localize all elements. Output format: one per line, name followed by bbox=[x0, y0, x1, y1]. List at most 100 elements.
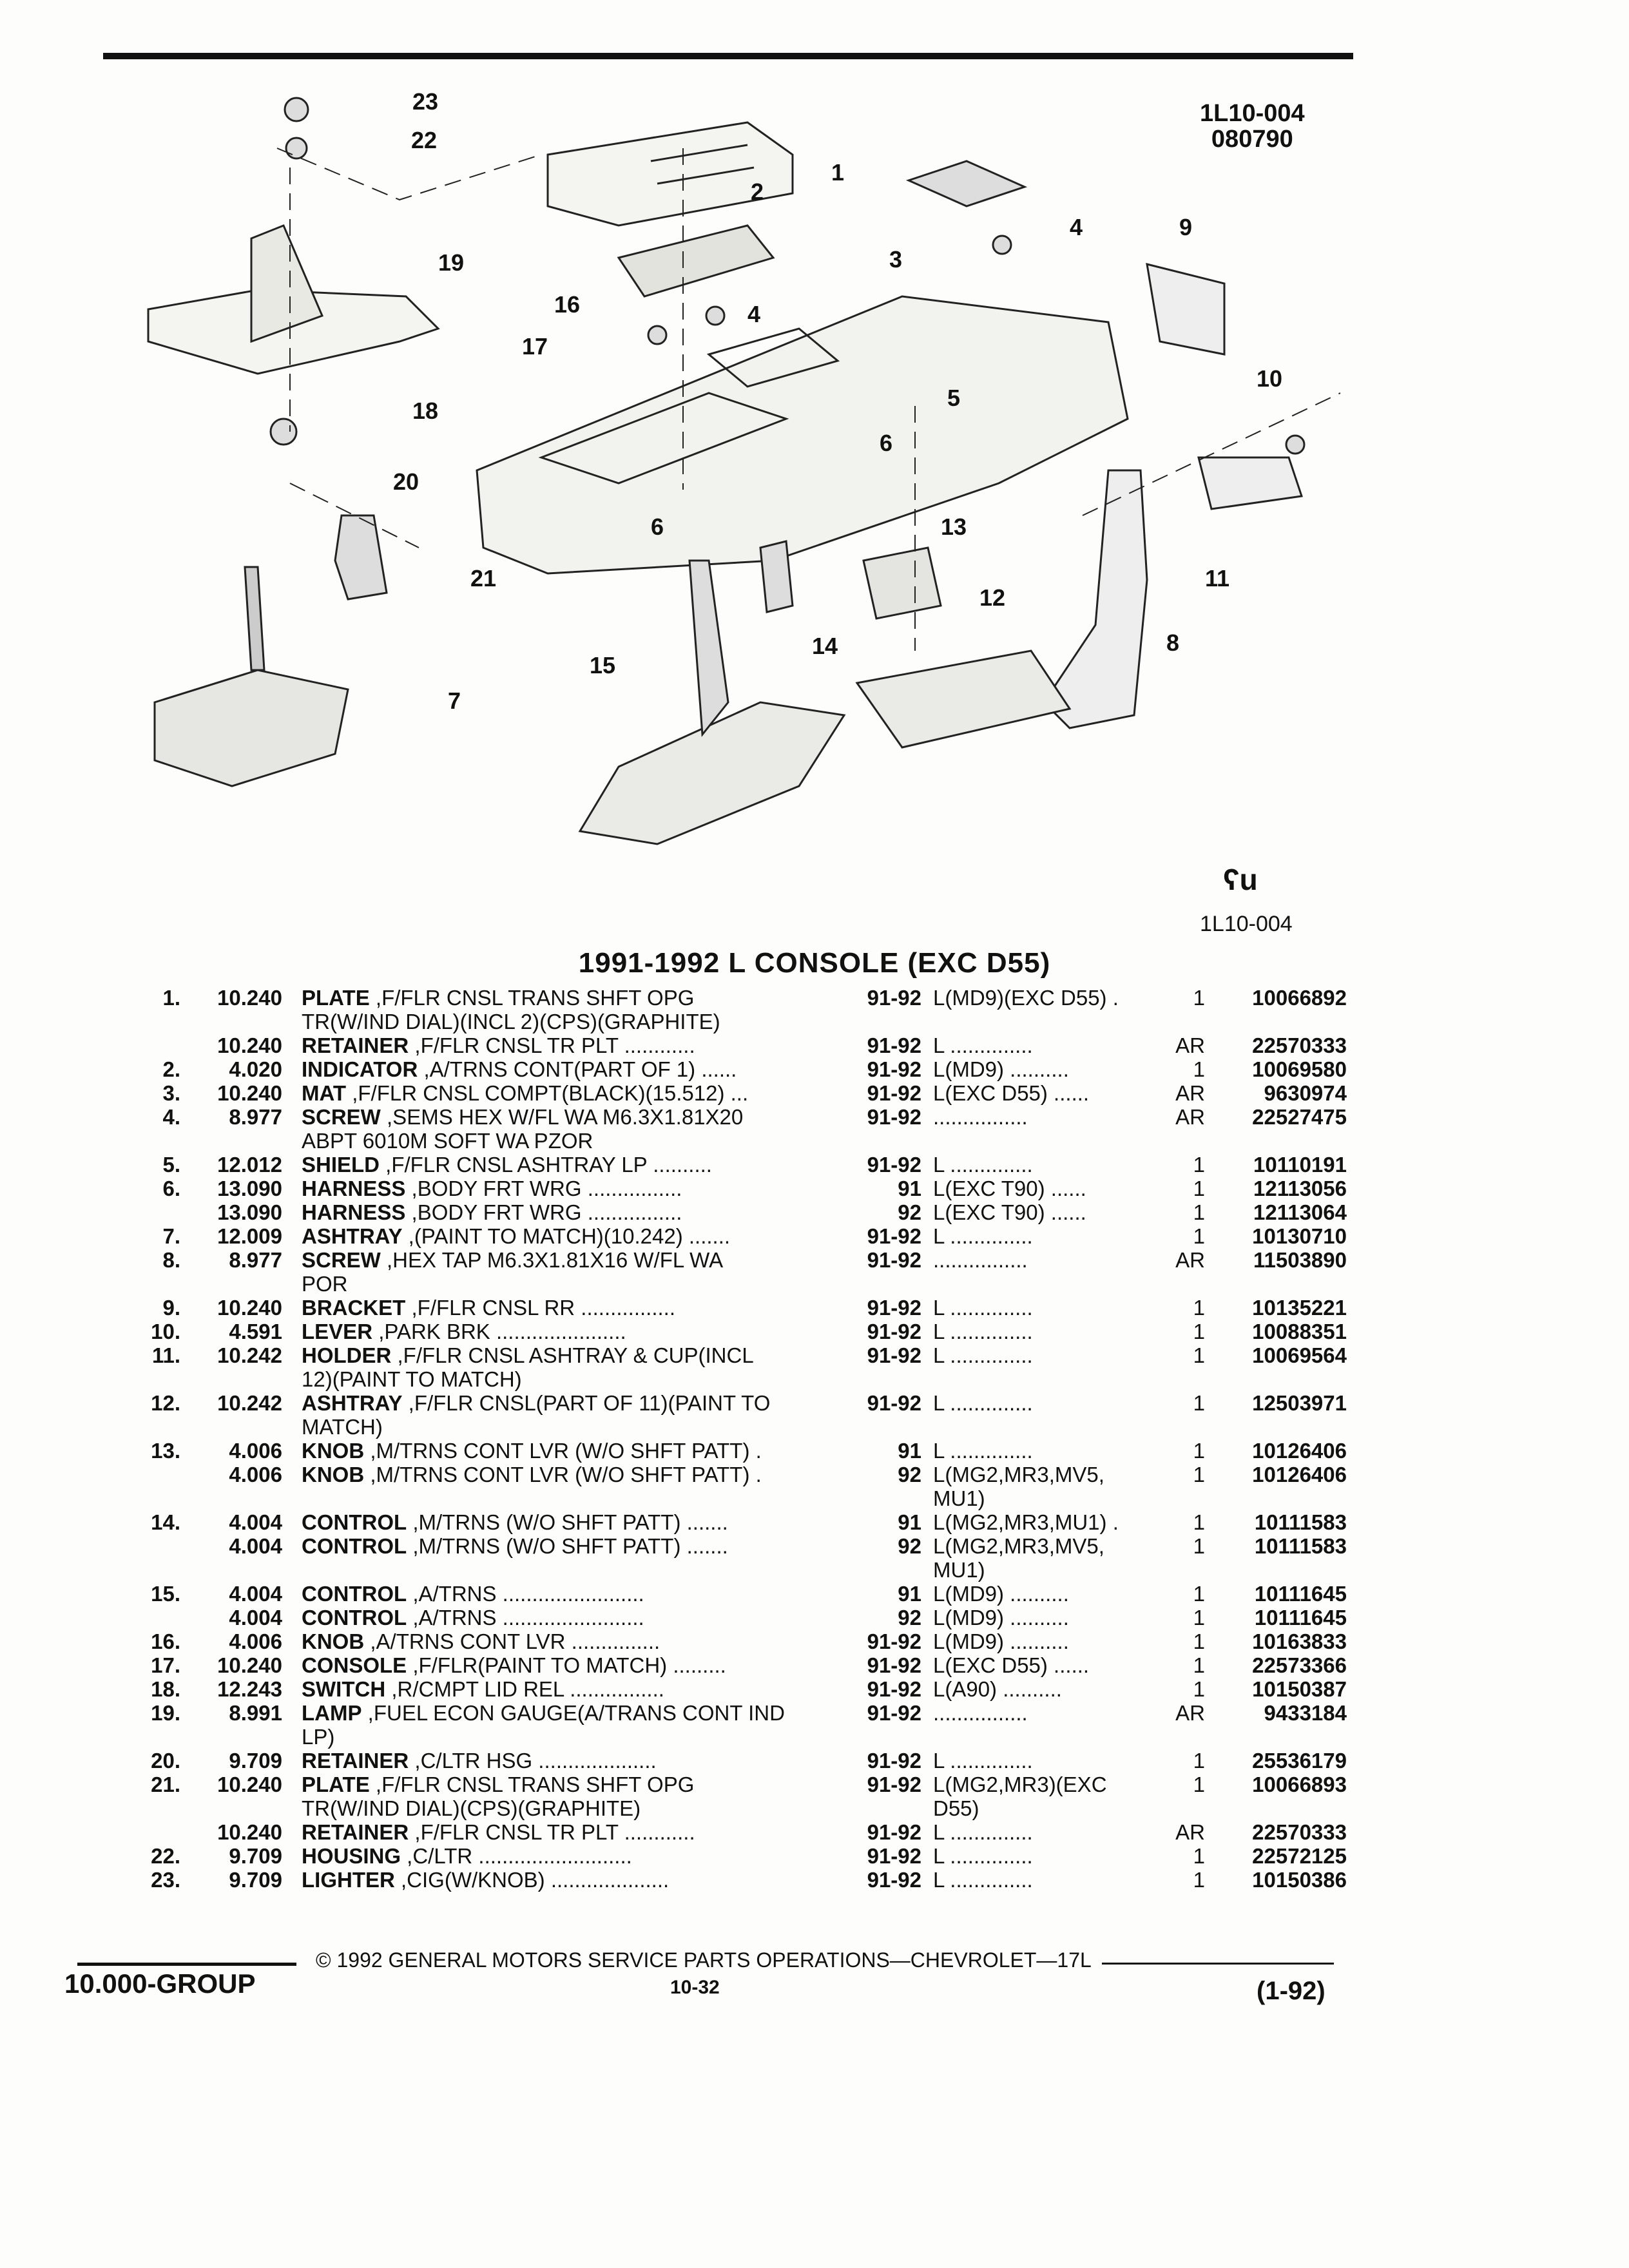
group-number: 12.243 bbox=[217, 1677, 282, 1701]
quantity: AR bbox=[1175, 1081, 1205, 1105]
part-detail: ,HEX TAP M6.3X1.81X16 W/FL WA bbox=[380, 1248, 724, 1272]
model-usage: L .............. bbox=[933, 1391, 1033, 1415]
quantity: 1 bbox=[1193, 1057, 1205, 1081]
quantity: 1 bbox=[1193, 1749, 1205, 1773]
part-detail: ,C/LTR .......................... bbox=[401, 1844, 632, 1868]
description: LAMP ,FUEL ECON GAUGE(A/TRANS CONT IND bbox=[302, 1701, 836, 1725]
part-number: 22527475 bbox=[1252, 1105, 1347, 1129]
part-detail: ,A/TRNS ........................ bbox=[407, 1606, 644, 1629]
quantity: 1 bbox=[1193, 1677, 1205, 1701]
quantity: 1 bbox=[1193, 1582, 1205, 1606]
part-detail: ,PARK BRK ...................... bbox=[372, 1320, 626, 1343]
part-number: 10163833 bbox=[1252, 1629, 1347, 1653]
part-name: INDICATOR bbox=[302, 1057, 418, 1081]
model-usage: L(MG2,MR3)(EXC bbox=[933, 1773, 1107, 1796]
callout-11: 12 bbox=[979, 584, 1005, 611]
table-row: TR(W/IND DIAL)(CPS)(GRAPHITE)D55) bbox=[0, 1796, 1629, 1820]
part-name: BRACKET bbox=[302, 1296, 406, 1320]
part-name: LIGHTER bbox=[302, 1868, 395, 1892]
callout-21: 19 bbox=[438, 249, 464, 276]
callout-3: 3 bbox=[889, 246, 902, 273]
part-name: RETAINER bbox=[302, 1033, 409, 1057]
part-number: 10111583 bbox=[1254, 1510, 1347, 1534]
description: HOUSING ,C/LTR .........................… bbox=[302, 1844, 836, 1868]
model-years: 91-92 bbox=[867, 1653, 921, 1677]
model-usage: L(MD9) .......... bbox=[933, 1606, 1069, 1629]
group-number: 9.709 bbox=[229, 1749, 282, 1773]
item-number: 6. bbox=[162, 1177, 180, 1200]
part-number: 10069580 bbox=[1252, 1057, 1347, 1081]
model-years: 92 bbox=[898, 1534, 921, 1558]
model-usage: L .............. bbox=[933, 1844, 1033, 1868]
item-number: 17. bbox=[151, 1653, 180, 1677]
part-name: KNOB bbox=[302, 1439, 365, 1463]
part-number: 10150386 bbox=[1252, 1868, 1347, 1892]
model-usage: L(A90) .......... bbox=[933, 1677, 1062, 1701]
part-name: RETAINER bbox=[302, 1820, 409, 1844]
model-years: 92 bbox=[898, 1200, 921, 1224]
part-number: 9630974 bbox=[1264, 1081, 1347, 1105]
group-number: 10.240 bbox=[217, 1033, 282, 1057]
callout-4b: 4 bbox=[747, 301, 760, 327]
model-years: 91-92 bbox=[867, 1868, 921, 1892]
group-number: 12.009 bbox=[217, 1224, 282, 1248]
group-number: 4.004 bbox=[229, 1582, 282, 1606]
callout-2: 2 bbox=[751, 178, 764, 205]
group-number: 10.240 bbox=[217, 1820, 282, 1844]
callout-18: 16 bbox=[554, 291, 580, 318]
description: RETAINER ,C/LTR HSG .................... bbox=[302, 1749, 836, 1773]
group-number: 9.709 bbox=[229, 1868, 282, 1892]
part-detail: ,F/FLR(PAINT TO MATCH) ......... bbox=[407, 1653, 726, 1677]
part-detail: ,FUEL ECON GAUGE(A/TRANS CONT IND bbox=[361, 1701, 785, 1725]
model-years: 91-92 bbox=[867, 1773, 921, 1796]
footer-copyright: © 1992 GENERAL MOTORS SERVICE PARTS OPER… bbox=[316, 1948, 1092, 1972]
part-detail: ,M/TRNS CONT LVR (W/O SHFT PATT) . bbox=[364, 1463, 762, 1486]
part-number: 22570333 bbox=[1252, 1820, 1347, 1844]
model-years: 91-92 bbox=[867, 1701, 921, 1725]
description: 12)(PAINT TO MATCH) bbox=[302, 1367, 836, 1391]
part-detail: ,R/CMPT LID REL ................ bbox=[385, 1677, 664, 1701]
description: SCREW ,HEX TAP M6.3X1.81X16 W/FL WA bbox=[302, 1248, 836, 1272]
item-number: 3. bbox=[162, 1081, 180, 1105]
description: BRACKET ,F/FLR CNSL RR ................ bbox=[302, 1296, 836, 1320]
group-number: 13.090 bbox=[217, 1177, 282, 1200]
table-row: ABPT 6010M SOFT WA PZOR bbox=[0, 1129, 1629, 1153]
quantity: 1 bbox=[1193, 1439, 1205, 1463]
item-number: 2. bbox=[162, 1057, 180, 1081]
description: CONTROL ,A/TRNS ........................ bbox=[302, 1582, 836, 1606]
part-detail: ,F/FLR CNSL TRANS SHFT OPG bbox=[369, 986, 695, 1010]
part-number: 10126406 bbox=[1252, 1463, 1347, 1486]
callout-4a: 4 bbox=[1070, 214, 1083, 240]
callout-7: 9 bbox=[1179, 214, 1192, 240]
part-number: 10111645 bbox=[1254, 1582, 1347, 1606]
quantity: 1 bbox=[1193, 1320, 1205, 1343]
callout-10: 8 bbox=[1166, 629, 1179, 656]
description: RETAINER ,F/FLR CNSL TR PLT ............ bbox=[302, 1820, 836, 1844]
model-usage: L(EXC T90) ...... bbox=[933, 1177, 1086, 1200]
model-years: 91-92 bbox=[867, 1248, 921, 1272]
group-number: 12.012 bbox=[217, 1153, 282, 1177]
group-number: 10.240 bbox=[217, 1773, 282, 1796]
model-years: 91-92 bbox=[867, 1296, 921, 1320]
quantity: AR bbox=[1175, 1105, 1205, 1129]
item-number: 8. bbox=[162, 1248, 180, 1272]
group-number: 4.004 bbox=[229, 1606, 282, 1629]
callout-8: 10 bbox=[1257, 365, 1282, 392]
footer-date: (1-92) bbox=[1257, 1977, 1325, 2005]
description: CONTROL ,M/TRNS (W/O SHFT PATT) ....... bbox=[302, 1510, 836, 1534]
part-detail: ,F/FLR CNSL(PART OF 11)(PAINT TO bbox=[402, 1391, 771, 1415]
part-number: 25536179 bbox=[1252, 1749, 1347, 1773]
item-number: 18. bbox=[151, 1677, 180, 1701]
model-years: 91-92 bbox=[867, 1844, 921, 1868]
description: TR(W/IND DIAL)(CPS)(GRAPHITE) bbox=[302, 1796, 836, 1820]
model-usage: L(EXC T90) ...... bbox=[933, 1200, 1086, 1224]
model-usage: L(MD9) .......... bbox=[933, 1629, 1069, 1653]
quantity: AR bbox=[1175, 1701, 1205, 1725]
part-detail: ,CIG(W/KNOB) .................... bbox=[394, 1868, 670, 1892]
model-usage: MU1) bbox=[933, 1558, 985, 1582]
part-detail: TR(W/IND DIAL)(CPS)(GRAPHITE) bbox=[302, 1796, 641, 1820]
